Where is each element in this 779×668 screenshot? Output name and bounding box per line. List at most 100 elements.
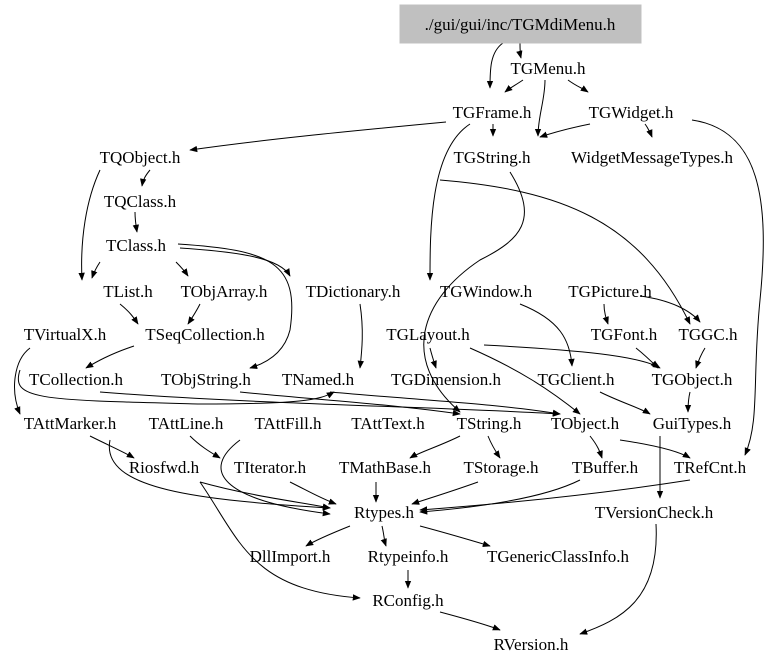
- node-tgframe[interactable]: TGFrame.h: [453, 103, 532, 122]
- node-tgwidget[interactable]: TGWidget.h: [589, 103, 674, 122]
- edge-tgstring-tstring: [423, 171, 525, 413]
- node-tstorage[interactable]: TStorage.h: [463, 458, 539, 477]
- edge-tattfill-rtypes: [220, 439, 331, 517]
- edge-tqobject-tlist: [78, 169, 101, 281]
- node-tobject[interactable]: TObject.h: [551, 414, 620, 433]
- node-tattfill[interactable]: TAttFill.h: [254, 414, 322, 433]
- edge-tgframe-tqobject: [189, 121, 447, 153]
- node-tggc[interactable]: TGGC.h: [678, 325, 738, 344]
- edge-tgclient-guitypes: [599, 391, 651, 415]
- edge-tcollection-frame: [17, 369, 335, 405]
- edge-rtypes-tgenericclassinfo: [419, 525, 491, 547]
- node-tgfont[interactable]: TGFont.h: [591, 325, 658, 344]
- node-tversioncheck[interactable]: TVersionCheck.h: [595, 503, 714, 522]
- edge-tstorage-rtypes: [411, 481, 479, 505]
- edge-tgmenu-tgwidget: [567, 79, 589, 93]
- node-widgetmessagetypes[interactable]: WidgetMessageTypes.h: [571, 148, 733, 167]
- node-tvirtualx[interactable]: TVirtualX.h: [24, 325, 107, 344]
- edge-tattmarker-rtypes: [108, 439, 331, 511]
- edge-tgmenu-tgstring: [534, 79, 546, 137]
- edge-riosfwd-rtypes: [199, 481, 331, 510]
- edge-tgpicture-tgfont: [602, 303, 609, 325]
- node-tqclass[interactable]: TQClass.h: [104, 192, 177, 211]
- root-node-highlight: [399, 4, 642, 44]
- edge-tlist-tseqcollection: [119, 303, 139, 325]
- edge-tgstring-tggc: [439, 179, 691, 325]
- edge-tobject-tbuffer: [589, 435, 603, 459]
- node-tglayout[interactable]: TGLayout.h: [386, 325, 470, 344]
- edge-tclass-tobjstring: [177, 243, 293, 369]
- edge-tgframe-tgwindow: [426, 123, 471, 281]
- node-tgmenu[interactable]: TGMenu.h: [510, 59, 586, 78]
- edge-tattmarker-riosfwd: [89, 435, 135, 459]
- edge-tobject-trefcnt: [619, 439, 691, 459]
- edge-riosfwd-rconfig: [199, 481, 361, 601]
- edge-rtypes-rtypeinfo: [380, 525, 387, 547]
- node-rversion[interactable]: RVersion.h: [494, 635, 569, 654]
- edge-tobjstring-tstring: [239, 391, 461, 417]
- edge-tgobject-guitypes: [684, 391, 692, 413]
- node-tattline[interactable]: TAttLine.h: [149, 414, 224, 433]
- edge-tobjarray-tseqcollection: [187, 303, 201, 325]
- node-tnamed[interactable]: TNamed.h: [282, 370, 355, 389]
- node-tseqcollection[interactable]: TSeqCollection.h: [145, 325, 265, 344]
- node-tgpicture[interactable]: TGPicture.h: [568, 282, 652, 301]
- node-tbuffer[interactable]: TBuffer.h: [572, 458, 639, 477]
- node-titerator[interactable]: TIterator.h: [234, 458, 307, 477]
- node-tobjarray[interactable]: TObjArray.h: [181, 282, 268, 301]
- edge-tattline-titerator: [189, 435, 221, 459]
- edge-root-tgmenu: [486, 42, 504, 89]
- node-dllimport[interactable]: DllImport.h: [250, 547, 331, 566]
- node-tgmdimenu-root[interactable]: ./gui/gui/inc/TGMdiMenu.h: [425, 15, 616, 34]
- edge-tggc-tgobject: [695, 347, 706, 369]
- node-tgdimension[interactable]: TGDimension.h: [391, 370, 502, 389]
- edge-tgwindow-tgclient: [519, 303, 575, 367]
- node-tgwindow[interactable]: TGWindow.h: [440, 282, 533, 301]
- nodes: ./gui/gui/inc/TGMdiMenu.h TGMenu.h TGFra…: [24, 4, 747, 654]
- edge-trefcnt-rtypes: [419, 479, 691, 513]
- node-rtypes[interactable]: Rtypes.h: [354, 503, 414, 522]
- edge-tnamed-tobject: [329, 391, 561, 416]
- edge-tglayout-tgdimension: [429, 347, 437, 369]
- node-tatttext[interactable]: TAttText.h: [351, 414, 425, 433]
- edge-tgpicture-tggc: [639, 295, 701, 323]
- edge-rtypes-dllimport: [305, 525, 351, 547]
- edge-tstring-tstorage: [487, 435, 501, 459]
- node-rconfig[interactable]: RConfig.h: [372, 591, 444, 610]
- node-riosfwd[interactable]: Riosfwd.h: [129, 458, 200, 477]
- edge-tqobject-tqclass: [140, 169, 151, 187]
- edge-tversioncheck-rversion: [579, 523, 657, 635]
- node-tcollection[interactable]: TCollection.h: [29, 370, 123, 389]
- edge-tgwidget-tgstring: [539, 123, 591, 138]
- edge-tglayout-tobject: [469, 347, 581, 415]
- node-tgstring[interactable]: TGString.h: [454, 148, 531, 167]
- edge-tseqcollection-tcollection: [85, 345, 135, 369]
- node-tobjstring[interactable]: TObjString.h: [161, 370, 251, 389]
- node-trefcnt[interactable]: TRefCnt.h: [674, 458, 747, 477]
- edge-tgwidget-widgetmsg: [644, 123, 653, 138]
- edge-titerator-rtypes: [289, 481, 337, 505]
- node-tgclient[interactable]: TGClient.h: [538, 370, 615, 389]
- node-tgobject[interactable]: TGObject.h: [652, 370, 733, 389]
- edge-tclass-tdictionary: [179, 247, 291, 277]
- node-guitypes[interactable]: GuiTypes.h: [653, 414, 732, 433]
- edge-root-tgframe: [516, 42, 523, 59]
- edge-tclass-tlist: [91, 261, 101, 279]
- node-tdictionary[interactable]: TDictionary.h: [306, 282, 401, 301]
- edge-tdictionary-tnamed: [357, 303, 364, 369]
- node-tgenericclassinfo[interactable]: TGenericClassInfo.h: [487, 547, 630, 566]
- edge-tcollection-tobject: [99, 391, 561, 417]
- edge-tclass-tobjarray: [175, 261, 189, 277]
- edges: [14, 42, 764, 635]
- node-rtypeinfo[interactable]: Rtypeinfo.h: [368, 547, 449, 566]
- node-tmathbase[interactable]: TMathBase.h: [339, 458, 432, 477]
- node-tclass[interactable]: TClass.h: [106, 236, 166, 255]
- node-tstring[interactable]: TString.h: [457, 414, 522, 433]
- node-tqobject[interactable]: TQObject.h: [100, 148, 181, 167]
- edge-tvirtualx-tattmarker: [14, 347, 31, 415]
- edge-tgfont-tgobject: [635, 347, 659, 369]
- edge-tbuffer-rtypes: [419, 479, 581, 515]
- node-tlist[interactable]: TList.h: [103, 282, 153, 301]
- node-tattmarker[interactable]: TAttMarker.h: [24, 414, 117, 433]
